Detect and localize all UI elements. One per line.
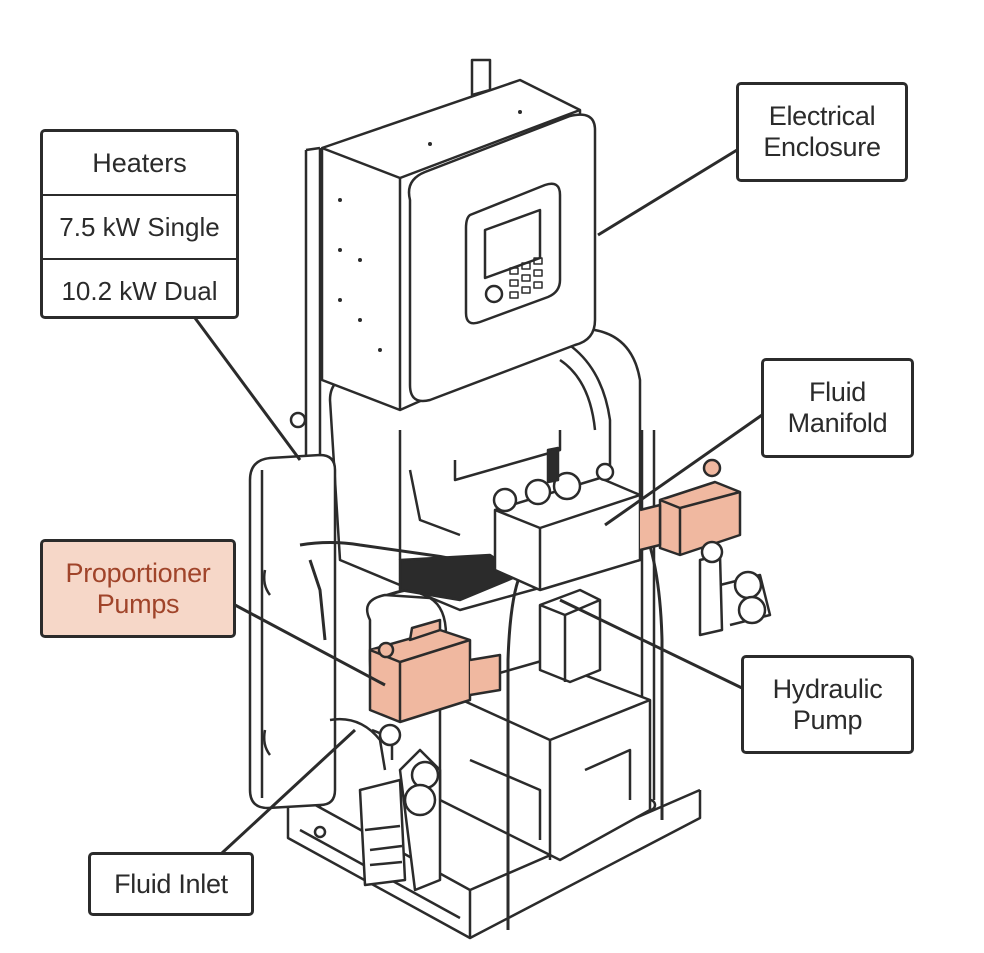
fluid-manifold-line-2: Manifold <box>787 408 888 438</box>
leader-fluid-manifold <box>604 413 763 527</box>
hydraulic-pump-line-2: Pump <box>792 704 863 735</box>
hydraulic-pump-line-1: Hydraulic <box>772 673 883 704</box>
electrical-enclosure-callout: Electrical Enclosure <box>736 82 908 182</box>
leader-heaters <box>193 317 302 461</box>
heater-option-dual: 10.2 kW Dual <box>61 275 218 306</box>
fluid-inlet-callout: Fluid Inlet <box>88 852 254 916</box>
leader-electrical-enclosure <box>597 148 738 237</box>
fluid-inlet-label: Fluid Inlet <box>114 868 228 899</box>
fluid-manifold-line-1: Fluid <box>808 377 867 407</box>
proportioner-pumps-line-1: Proportioner <box>65 557 211 588</box>
leader-lines <box>193 148 763 855</box>
electrical-enclosure-line-1: Electrical <box>768 101 876 131</box>
leader-fluid-inlet <box>220 728 357 855</box>
electrical-enclosure-line-2: Enclosure <box>763 132 881 162</box>
fluid-manifold-callout: Fluid Manifold <box>761 358 914 458</box>
heater-option-single: 7.5 kW Single <box>43 196 236 260</box>
reservoir-housing <box>438 658 652 862</box>
fluid-inlet-drawing <box>329 717 442 892</box>
electrical-enclosure-drawing <box>320 78 597 412</box>
proportioner-pump-left <box>368 618 502 747</box>
proportioner-pumps-line-2: Pumps <box>96 588 180 619</box>
heaters-title: Heaters <box>43 132 236 196</box>
hydraulic-pump-callout: Hydraulic Pump <box>741 655 914 754</box>
fluid-manifold-drawing <box>492 446 642 592</box>
proportioner-pumps-callout: Proportioner Pumps <box>40 539 236 638</box>
leader-hydraulic-pump <box>559 598 743 690</box>
leader-proportioner-pumps <box>234 603 386 687</box>
proportioner-pump-right <box>639 458 742 564</box>
heaters-callout: Heaters 7.5 kW Single 10.2 kW Dual <box>40 129 239 319</box>
right-inlet-drawing <box>698 553 772 637</box>
